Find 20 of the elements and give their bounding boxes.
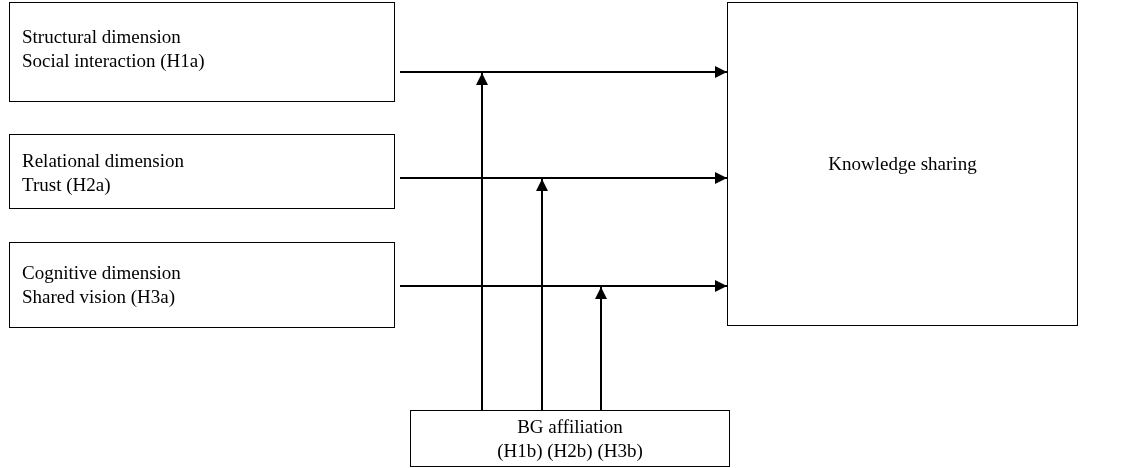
construct-box	[9, 242, 395, 328]
outcome-box	[727, 2, 1078, 326]
arrow	[399, 66, 728, 78]
node-title: Knowledge sharing	[828, 152, 977, 176]
node-text: (H1b) (H2b) (H3b)	[497, 438, 643, 463]
node-text: Shared vision (H3a)	[22, 285, 177, 309]
construct-box	[9, 2, 395, 102]
node-title: Cognitive dimension	[22, 261, 182, 285]
arrow	[399, 172, 728, 184]
arrow	[399, 280, 728, 292]
node-title: Relational dimension	[22, 149, 185, 173]
node-text: Social interaction (H1a)	[22, 49, 206, 73]
arrow	[595, 286, 607, 411]
node-text: Trust (H2a)	[22, 173, 112, 197]
arrow	[536, 178, 548, 411]
arrow	[476, 72, 488, 411]
construct-box	[9, 134, 395, 209]
node-title: Structural dimension	[22, 25, 182, 49]
node-title: BG affiliation	[517, 414, 623, 439]
moderator-box	[410, 410, 730, 467]
